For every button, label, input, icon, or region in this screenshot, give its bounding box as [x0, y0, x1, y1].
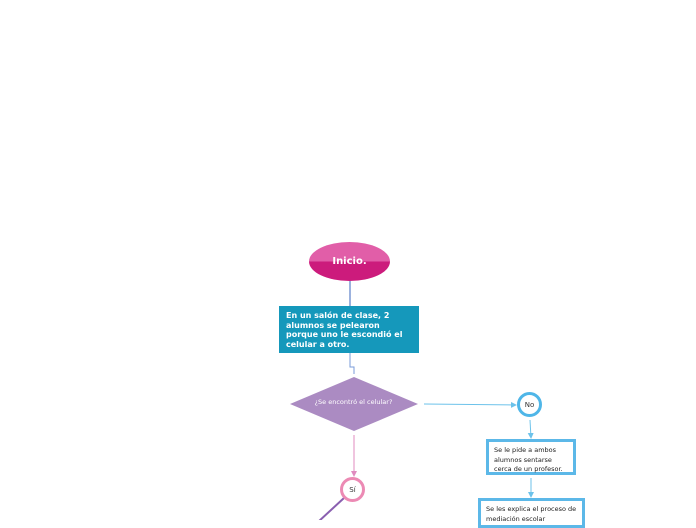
start-node[interactable]: Inicio.	[309, 242, 390, 281]
no-step-1-text: Se le pide a ambos alumnos sentarse cerc…	[494, 446, 563, 473]
process-text: En un salón de clase, 2 alumnos se pelea…	[286, 311, 403, 349]
process-node[interactable]: En un salón de clase, 2 alumnos se pelea…	[279, 306, 419, 353]
si-label: Sí	[349, 485, 356, 494]
no-label: No	[524, 400, 535, 409]
si-node[interactable]: Sí	[340, 477, 365, 502]
no-step-2-node[interactable]: Se les explica el proceso de mediación e…	[478, 498, 585, 528]
connector-no-box1	[527, 419, 534, 439]
decision-label: ¿Se encontró el celular?	[314, 398, 393, 406]
connector-process-decision	[349, 353, 355, 374]
connector-si-next	[318, 497, 345, 520]
no-step-2-text: Se les explica el proceso de mediación e…	[486, 505, 577, 523]
connector-decision-no	[423, 401, 517, 408]
no-step-1-node[interactable]: Se le pide a ambos alumnos sentarse cerc…	[486, 439, 576, 475]
decision-diamond	[290, 377, 418, 431]
no-node[interactable]: No	[517, 392, 542, 417]
start-label: Inicio.	[332, 256, 367, 267]
